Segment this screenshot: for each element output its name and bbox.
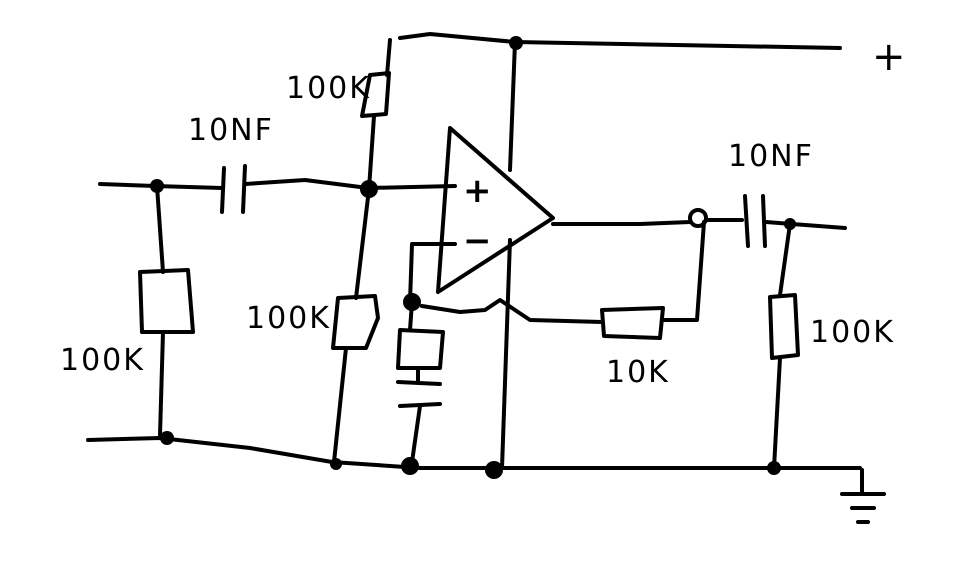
resistor-bias-top — [360, 71, 391, 118]
resistor-ground — [396, 328, 445, 370]
resistor-output — [768, 293, 800, 360]
output-stage: 100K 10NF — [728, 139, 895, 470]
op-amp-plus-label: + — [463, 171, 492, 211]
op-amp: + − — [436, 126, 555, 294]
resistor-feedback — [600, 306, 665, 340]
bias-divider: 100K 100K — [246, 71, 391, 464]
positive-supply-rail: + — [385, 32, 906, 172]
op-amp-minus-label: − — [463, 221, 492, 261]
output-resistor-label: 100K — [810, 315, 895, 350]
supply-plus-label: + — [872, 34, 906, 80]
capacitor-output-plate-b — [761, 194, 767, 248]
capacitor-input-plate-b — [241, 164, 247, 214]
junction-ground-1 — [160, 431, 174, 445]
capacitor-input-plate-a — [220, 166, 226, 214]
op-amp-triangle — [436, 126, 555, 294]
capacitor-output-plate-a — [743, 194, 750, 248]
input-line: 10NF — [98, 113, 457, 214]
output-capacitor-label: 10NF — [728, 139, 814, 174]
resistor-input — [138, 268, 195, 334]
ground-rail — [86, 238, 886, 524]
junction-supply — [509, 36, 523, 50]
feedback-resistor-label: 10K — [606, 355, 670, 390]
junction-ground-3 — [401, 457, 419, 475]
junction-ground-2 — [330, 458, 342, 470]
input-resistor-branch: 100K — [60, 184, 195, 437]
output-and-feedback: 10K — [420, 208, 744, 390]
junction-ground-4 — [485, 461, 503, 479]
resistor-bias-bottom — [331, 294, 380, 350]
bias-bottom-resistor-label: 100K — [246, 301, 331, 336]
input-resistor-label: 100K — [60, 343, 145, 378]
inverting-input-network — [396, 242, 457, 464]
bias-top-resistor-label: 100K — [286, 71, 371, 106]
junction-ground-5 — [767, 461, 781, 475]
input-capacitor-label: 10NF — [188, 113, 274, 148]
capacitor-ground-plate-a — [396, 380, 442, 386]
